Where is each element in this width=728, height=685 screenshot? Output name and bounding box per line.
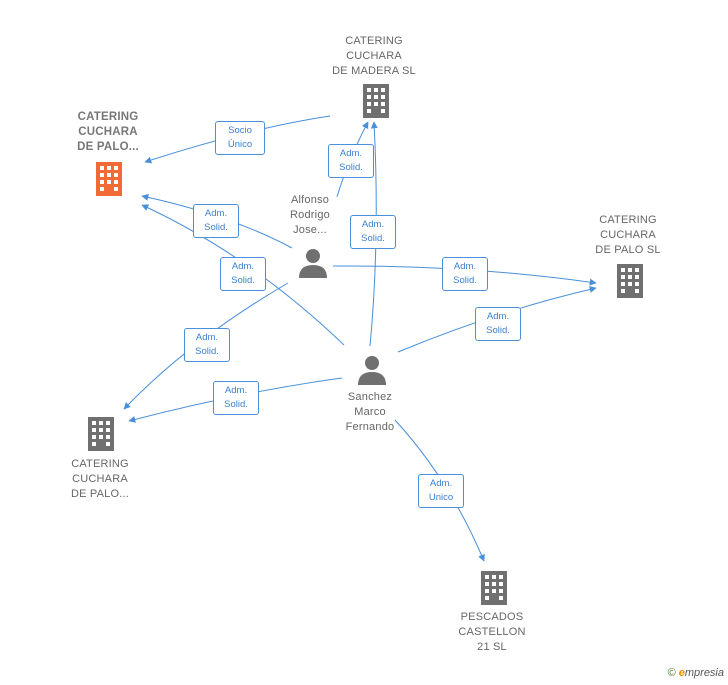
edge-label-adm-unico: Adm. Unico [418, 474, 464, 508]
edge-label-adm-solid: Adm. Solid. [220, 257, 266, 291]
edge-label-socio-unico: Socio Único [215, 121, 265, 155]
edge-label-adm-solid: Adm. Solid. [213, 381, 259, 415]
edge-label-adm-solid: Adm. Solid. [442, 257, 488, 291]
edge-label-adm-solid: Adm. Solid. [350, 215, 396, 249]
person-icon-sanchez[interactable] [358, 356, 386, 385]
building-icon-palo-sl[interactable] [617, 264, 643, 298]
edge-label-adm-solid: Adm. Solid. [328, 144, 374, 178]
edge-label-adm-solid: Adm. Solid. [184, 328, 230, 362]
brand-initial: e [678, 667, 685, 679]
empresia-watermark: © empresia [668, 667, 724, 679]
node-label-catering-palo-left[interactable]: CATERING CUCHARA DE PALO... [70, 458, 130, 500]
node-label-alfonso[interactable]: Alfonso Rodrigo Jose... [290, 194, 330, 236]
node-label-catering-palo-main[interactable]: CATERING CUCHARA DE PALO... [77, 111, 139, 153]
node-label-sanchez[interactable]: Sanchez Marco Fernando [345, 391, 395, 433]
node-label-catering-palo-sl[interactable]: CATERING CUCHARA DE PALO SL [595, 214, 661, 256]
brand-name: mpresia [684, 667, 724, 679]
building-icon-madera[interactable] [363, 84, 389, 118]
edge-label-adm-solid: Adm. Solid. [193, 204, 239, 238]
building-icon-pescados[interactable] [481, 571, 507, 605]
node-label-catering-madera[interactable]: CATERING CUCHARA DE MADERA SL [332, 35, 416, 77]
edge-label-adm-solid: Adm. Solid. [475, 307, 521, 341]
person-icon-alfonso[interactable] [299, 249, 327, 278]
building-icon-left[interactable] [88, 417, 114, 451]
node-label-pescados[interactable]: PESCADOS CASTELLON 21 SL [458, 611, 526, 653]
copyright-symbol: © [667, 667, 676, 679]
building-icon-main[interactable] [96, 162, 122, 196]
